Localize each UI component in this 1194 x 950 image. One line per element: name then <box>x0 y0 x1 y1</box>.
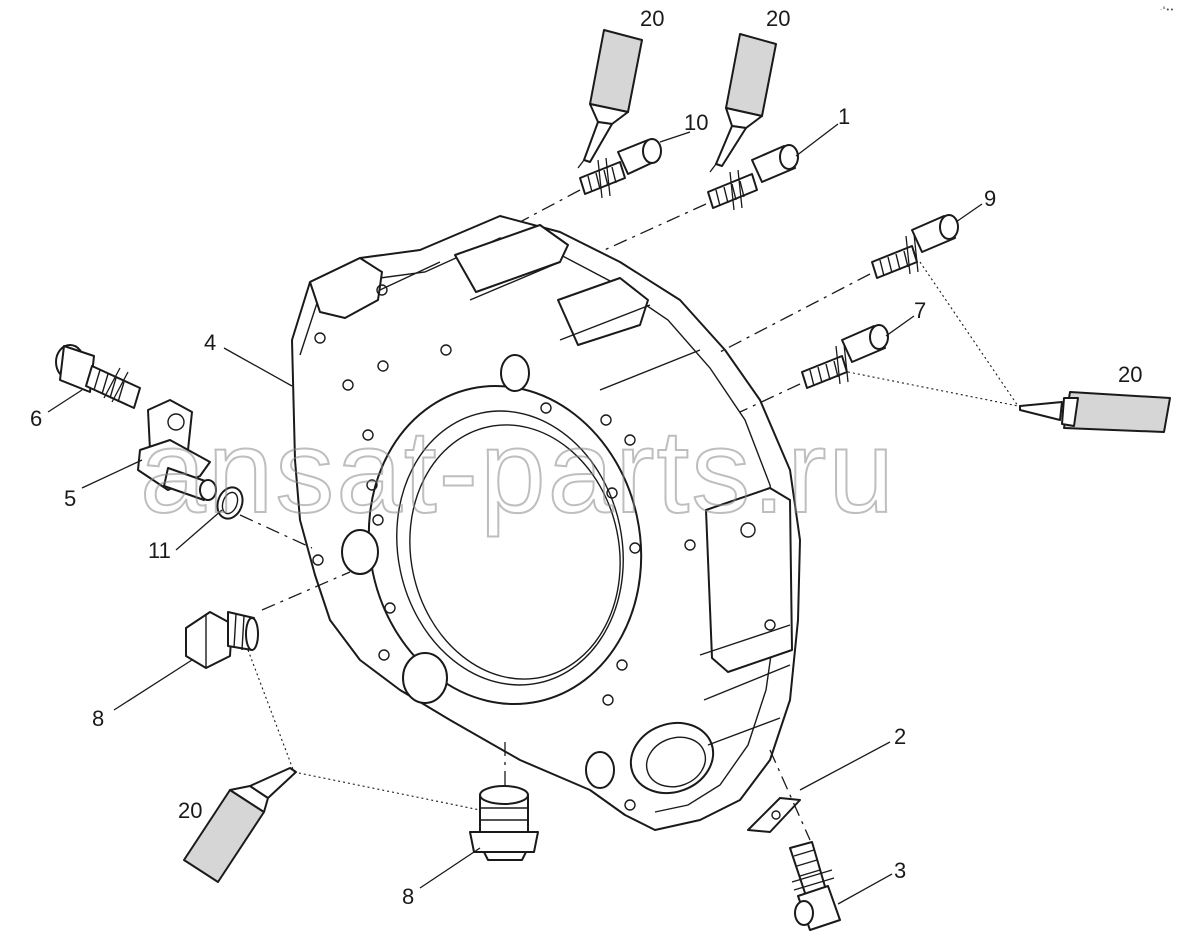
bolt-10 <box>579 138 662 199</box>
callout-8-bottom: 8 <box>402 884 414 909</box>
sealant-tube-bottom-left <box>183 767 297 883</box>
callout-20-top-left: 20 <box>640 6 664 31</box>
callout-7: 7 <box>914 298 926 323</box>
corner-mark: ·°•• <box>1160 6 1174 14</box>
sealant-tube-top-left <box>577 29 643 169</box>
sealant-tube-top-right <box>709 33 777 173</box>
leader-lines <box>47 123 983 905</box>
callout-20-bottom-left: 20 <box>178 798 202 823</box>
callout-10: 10 <box>684 110 708 135</box>
callout-3: 3 <box>894 858 906 883</box>
callout-8-left: 8 <box>92 706 104 731</box>
callout-9: 9 <box>984 186 996 211</box>
callout-6: 6 <box>30 406 42 431</box>
callout-11: 11 <box>148 538 171 563</box>
callout-20-top-right: 20 <box>766 6 790 31</box>
bracket-5 <box>137 399 217 501</box>
callout-20-right: 20 <box>1118 362 1142 387</box>
callout-4: 4 <box>204 330 216 355</box>
flywheel-housing <box>291 215 801 831</box>
callout-5: 5 <box>64 486 76 511</box>
bolt-1 <box>707 144 799 211</box>
gasket-2 <box>747 797 801 833</box>
bolt-7 <box>801 324 889 389</box>
bolt-9 <box>871 214 959 279</box>
drain-plug-8-bottom <box>469 785 539 861</box>
callout-2: 2 <box>894 724 906 749</box>
o-ring-11 <box>216 486 244 520</box>
callout-labels: 20 20 10 1 9 7 20 4 6 5 11 8 20 8 2 3 <box>30 6 1142 909</box>
watermark-text: ansat-parts.ru <box>140 406 896 538</box>
assembly-center-lines <box>239 189 1019 841</box>
bolt-6 <box>55 344 141 409</box>
drain-plug-8-left <box>185 611 259 669</box>
callout-1: 1 <box>838 104 850 129</box>
bolt-3 <box>789 841 841 931</box>
sealant-tube-right <box>1019 391 1171 433</box>
